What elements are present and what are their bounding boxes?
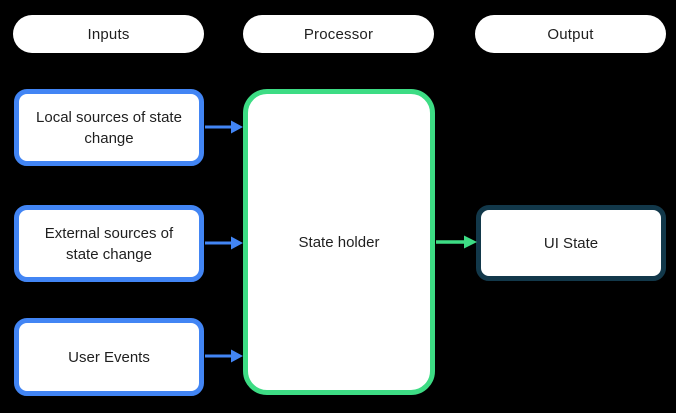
column-header-output-label: Output: [547, 25, 594, 43]
arrow-user-events-to-state-holder-icon: [205, 349, 243, 363]
column-header-inputs: Inputs: [13, 15, 204, 53]
input-box-external-sources-label: External sources of state change: [44, 224, 174, 263]
arrow-external-sources-to-state-holder-icon: [205, 236, 243, 250]
output-box-ui-state-label: UI State: [543, 234, 599, 252]
input-box-local-sources-label: Local sources of state change: [36, 108, 182, 147]
column-header-inputs-label: Inputs: [87, 25, 130, 43]
column-header-processor-label: Processor: [303, 25, 374, 43]
column-header-output: Output: [475, 15, 666, 53]
output-box-ui-state: UI State: [476, 205, 666, 281]
input-box-user-events-label: User Events: [68, 348, 150, 366]
processor-box-state-holder: State holder: [243, 89, 435, 395]
arrow-state-holder-to-ui-state-icon: [436, 235, 477, 249]
input-box-local-sources: Local sources of state change: [14, 89, 204, 166]
arrow-local-sources-to-state-holder-icon: [205, 120, 243, 134]
input-box-user-events: User Events: [14, 318, 204, 396]
processor-box-state-holder-label: State holder: [298, 233, 380, 251]
column-header-processor: Processor: [243, 15, 434, 53]
input-box-external-sources: External sources of state change: [14, 205, 204, 282]
